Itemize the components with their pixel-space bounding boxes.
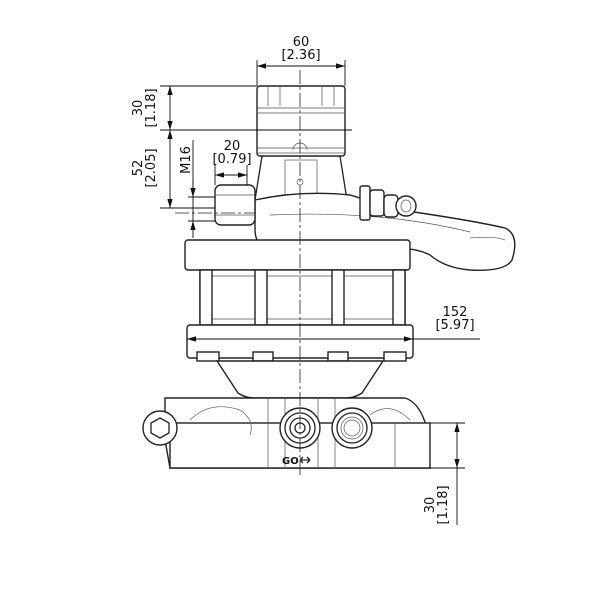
dimension-label: 30 (131, 100, 146, 117)
dim-boss-width: 20 [0.79] (212, 139, 252, 185)
hose-fitting (359, 185, 417, 221)
dimension-label: [0.79] (212, 152, 251, 167)
port-go-label: GO (282, 456, 299, 467)
dimension-label: [2.05] (144, 148, 159, 187)
dimension-label: [2.36] (281, 48, 320, 63)
m16-boss (214, 184, 256, 226)
hex-bolt (142, 410, 178, 446)
dim-thread-m16: M16 (179, 140, 215, 238)
dimension-label: [1.18] (144, 88, 159, 127)
hydraulic-port (331, 407, 373, 449)
dimension-label: M16 (179, 146, 194, 174)
dim-top-width: 60 [2.36] (256, 35, 346, 86)
dimension-label: 52 (131, 160, 146, 177)
dimension-label: [1.18] (436, 485, 451, 524)
bidirectional-arrow-icon (299, 456, 311, 464)
dim-heights-left: 30 [1.18] 52 [2.05] (131, 85, 352, 209)
dim-flange-width: 152 [5.97] (187, 305, 480, 342)
top-link-cap (254, 85, 348, 201)
dimension-label: 60 (293, 35, 310, 50)
dimension-label: 152 (443, 305, 468, 320)
dim-base-height: 30 [1.18] (423, 422, 465, 525)
upper-flange (184, 239, 411, 271)
dimension-label: 30 (423, 497, 438, 514)
dimension-label: [5.97] (435, 318, 474, 333)
dimension-label: 20 (224, 139, 241, 154)
motor-housing (199, 269, 406, 326)
